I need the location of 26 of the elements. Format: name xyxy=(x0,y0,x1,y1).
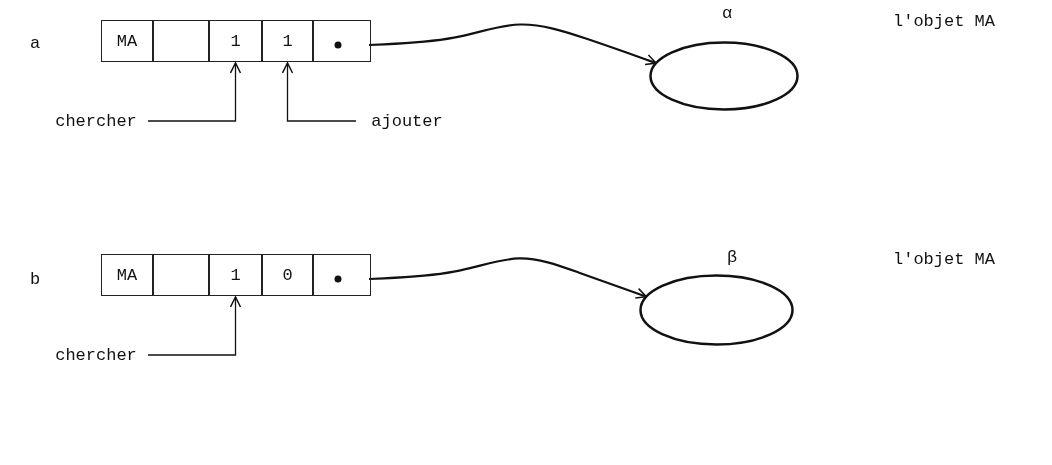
leader-text: ajouter xyxy=(362,110,452,132)
leader-arrow xyxy=(281,62,357,122)
row-label: l'objet MA xyxy=(893,12,996,31)
record-cell: 1 xyxy=(209,20,262,62)
empty-cell xyxy=(153,20,209,62)
ellipse xyxy=(650,42,800,112)
leader-arrow xyxy=(147,296,242,356)
leader-text: chercher xyxy=(50,344,142,366)
pointer-cell xyxy=(313,20,371,62)
greek-letter: β xyxy=(727,248,738,267)
record-cell: MA xyxy=(101,20,153,62)
leader-arrow xyxy=(147,62,242,122)
record-cell: 1 xyxy=(262,20,313,62)
pointer-cell xyxy=(313,254,371,296)
empty-cell xyxy=(153,254,209,296)
record-cell: 1 xyxy=(209,254,262,296)
record-cell: MA xyxy=(101,254,153,296)
leader-text: chercher xyxy=(50,110,142,132)
row-label: a xyxy=(30,34,41,53)
record-cell: 0 xyxy=(262,254,313,296)
row-label: l'objet MA xyxy=(893,250,996,269)
pointer-arrow xyxy=(368,257,648,299)
row-label: b xyxy=(30,270,41,289)
pointer-arrow xyxy=(368,23,657,66)
ellipse xyxy=(640,275,795,347)
greek-letter: α xyxy=(722,4,733,23)
